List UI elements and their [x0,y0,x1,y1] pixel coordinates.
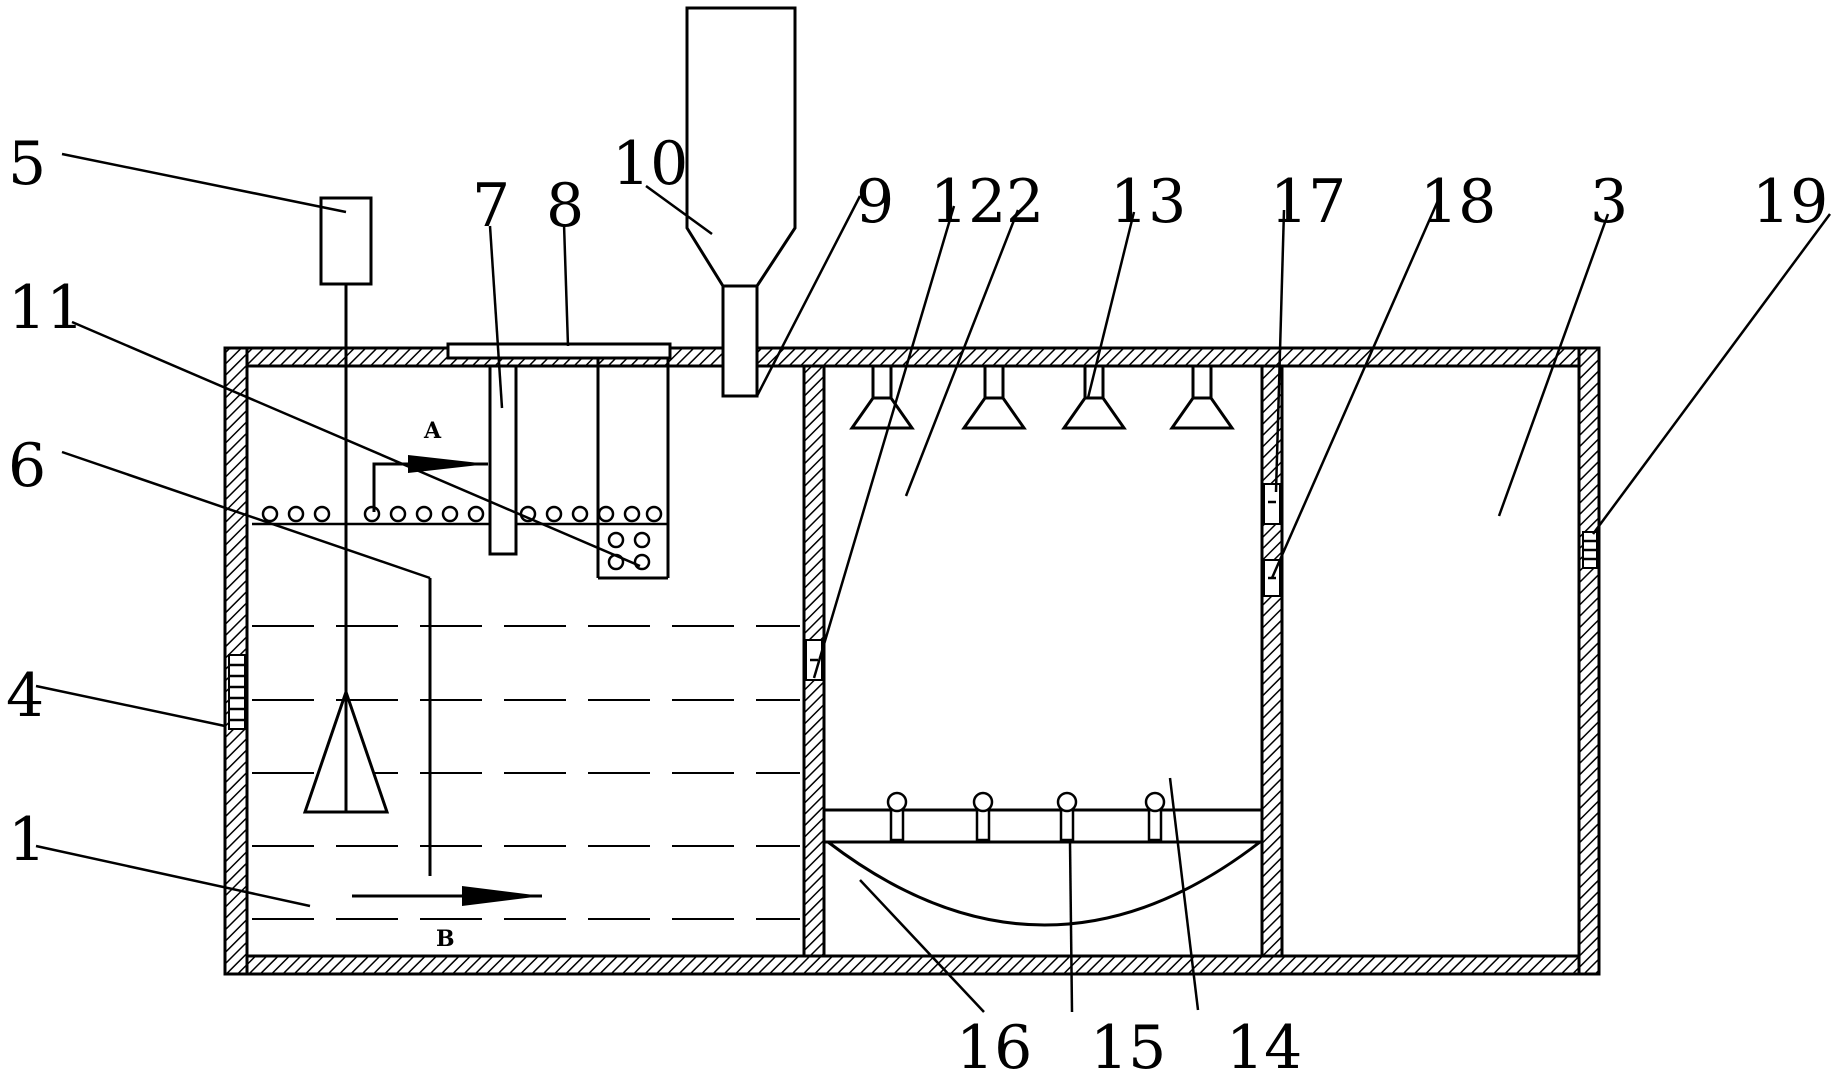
partition-valve-17 [1263,483,1281,525]
label-2: 2 [1006,167,1044,237]
label-19: 19 [1752,167,1828,237]
hopper-10 [685,6,797,398]
leader-lines [35,152,1831,1013]
liquid-levels [252,625,800,920]
inlet-pipe-6 [352,578,542,906]
spray-nozzles-13 [849,364,1235,430]
housing-walls [223,346,1601,976]
label-5: 5 [8,129,46,199]
nozzle [1169,364,1235,430]
label-17: 17 [1270,167,1346,237]
flow-arrow-a [372,455,488,512]
label-14: 14 [1226,1013,1302,1075]
label-18: 18 [1420,167,1496,237]
label-11: 11 [8,273,84,343]
label-4: 4 [6,661,44,731]
label-13: 13 [1110,167,1186,237]
left-port [228,654,246,730]
part-labels: 5 11 6 4 1 7 8 10 9 12 2 13 17 18 3 19 1… [6,129,1828,1075]
label-7: 7 [472,171,510,241]
stirrer-motor [302,196,390,814]
label-6: 6 [8,431,46,501]
label-8: 8 [546,171,584,241]
sensors-15 [886,791,1166,842]
label-9: 9 [856,167,894,237]
label-12: 12 [930,167,1006,237]
flow-label-b: B [436,926,455,952]
partition-valve-12 [805,639,823,681]
label-15: 15 [1090,1013,1166,1075]
nozzle [849,364,915,430]
label-1: 1 [8,805,46,875]
right-wall [1577,346,1601,976]
top-lid-8 [446,342,672,580]
baffle-7 [488,364,518,556]
bubble-layer [252,505,668,526]
flow-label-a: A [423,418,442,444]
nozzle [961,364,1027,430]
bottom-wall [223,954,1599,976]
label-10: 10 [612,129,688,199]
label-16: 16 [956,1013,1032,1075]
right-port [1582,531,1598,569]
bottom-platform-14 [824,808,1262,927]
label-3: 3 [1590,167,1628,237]
partition-wall-2 [1260,364,1284,958]
